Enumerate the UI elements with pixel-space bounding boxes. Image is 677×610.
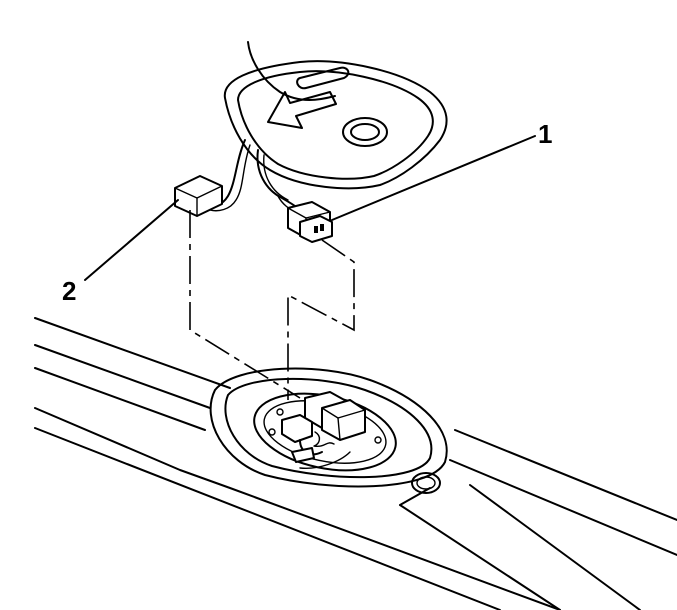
callout-2: 2 — [62, 276, 76, 306]
floor-panel — [34, 317, 677, 610]
leader-line-1 — [331, 135, 536, 221]
fuel-pump-module-installed — [209, 367, 448, 488]
callout-1: 1 — [538, 119, 552, 149]
callout-leaders — [84, 135, 536, 281]
leader-line-2 — [84, 199, 179, 281]
access-cover — [223, 41, 448, 190]
harness-connector — [174, 175, 223, 217]
alignment-lines — [189, 210, 355, 400]
fuel-pump-connector — [287, 201, 333, 243]
